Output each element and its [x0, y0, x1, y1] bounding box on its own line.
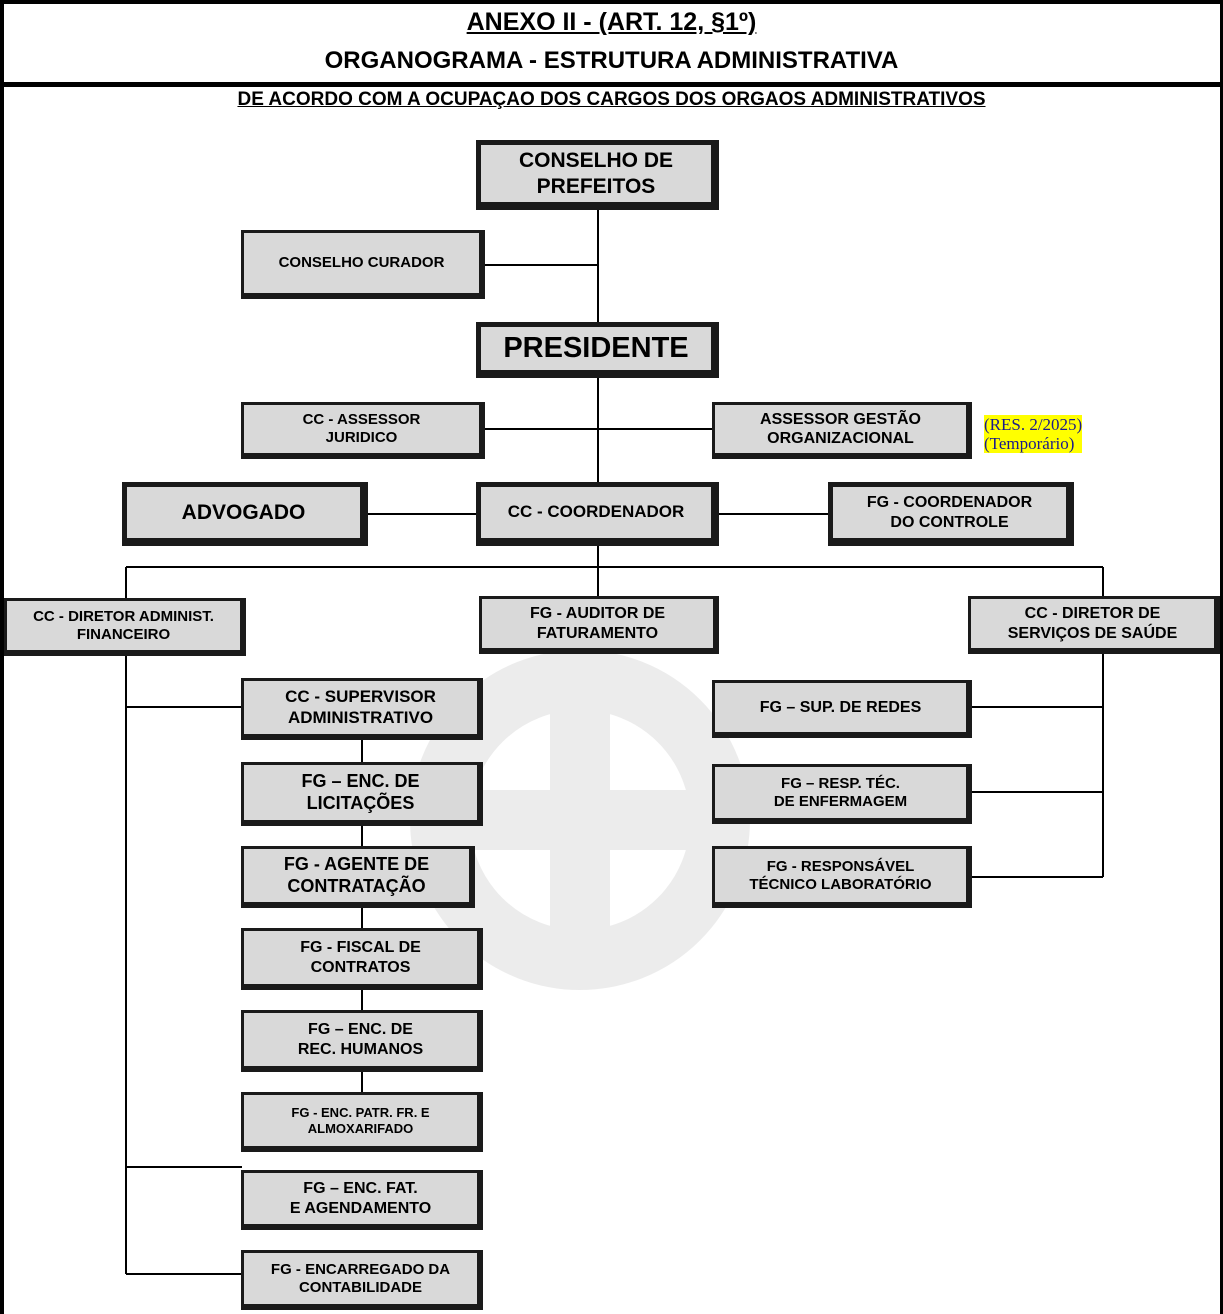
node-line: FG – ENC. DE	[308, 1021, 413, 1039]
node-line: FG – ENC. FAT.	[303, 1180, 418, 1198]
resolution-label: (RES. 2/2025)	[984, 415, 1083, 434]
chart-caption: DE ACORDO COM A OCUPAÇAO DOS CARGOS DOS …	[237, 89, 986, 110]
node-line: ADMINISTRATIVO	[287, 707, 434, 727]
node-advogado: ADVOGADO	[122, 482, 368, 546]
node-line: FG - AUDITOR DE	[529, 605, 666, 623]
node-line: CONSELHO DE	[518, 149, 673, 173]
node-enfermagem: FG – RESP. TÉC. DE ENFERMAGEM	[712, 764, 972, 824]
node-patrimonio-almoxarifado: FG - ENC. PATR. FR. E ALMOXARIFADO	[241, 1092, 483, 1152]
node-line: CONTRATOS	[310, 958, 411, 976]
node-supervisor-administrativo: CC - SUPERVISOR ADMINISTRATIVO	[241, 678, 483, 740]
node-conselho-prefeitos: CONSELHO DE PREFEITOS	[476, 140, 719, 210]
node-diretor-saude: CC - DIRETOR DE SERVIÇOS DE SAÚDE	[968, 596, 1220, 654]
node-line: CC - ASSESSOR	[302, 411, 421, 428]
node-laboratorio: FG - RESPONSÁVEL TÉCNICO LABORATÓRIO	[712, 846, 972, 908]
node-line: JURIDICO	[325, 429, 398, 446]
node-auditor-faturamento: FG - AUDITOR DE FATURAMENTO	[479, 596, 719, 654]
node-line: CONTRATAÇÃO	[287, 875, 426, 896]
node-line: CC - DIRETOR ADMINIST.	[33, 607, 214, 625]
header-divider	[0, 82, 1223, 87]
node-line: ASSESSOR GESTÃO	[760, 410, 921, 428]
temporary-label: (Temporário)	[984, 434, 1083, 453]
node-coordenador-controle: FG - COORDENADOR DO CONTROLE	[828, 482, 1074, 546]
node-supervisor-redes: FG – SUP. DE REDES	[712, 680, 972, 738]
node-line: FINANCEIRO	[76, 625, 171, 643]
node-line: FG - FISCAL DE	[300, 939, 421, 957]
node-contabilidade: FG - ENCARREGADO DA CONTABILIDADE	[241, 1250, 483, 1310]
node-line: FG – ENC. DE	[301, 770, 420, 791]
node-line: SERVIÇOS DE SAÚDE	[1007, 624, 1178, 642]
node-line: FG - ENC. PATR. FR. E	[291, 1104, 430, 1120]
node-line: REC. HUMANOS	[297, 1040, 424, 1058]
node-line: ADVOGADO	[181, 500, 306, 524]
node-assessor-gestao: ASSESSOR GESTÃO ORGANIZACIONAL	[712, 402, 972, 459]
chart-title: ORGANOGRAMA - ESTRUTURA ADMINISTRATIVA	[324, 47, 899, 74]
node-line: FATURAMENTO	[536, 624, 659, 642]
resolution-note: (RES. 2/2025) (Temporário)	[984, 415, 1083, 453]
node-coordenador: CC - COORDENADOR	[476, 482, 719, 546]
node-line: FG - RESPONSÁVEL	[766, 857, 915, 875]
node-conselho-curador: CONSELHO CURADOR	[241, 230, 485, 299]
node-diretor-administrativo: CC - DIRETOR ADMINIST. FINANCEIRO	[4, 598, 246, 656]
node-recursos-humanos: FG – ENC. DE REC. HUMANOS	[241, 1010, 483, 1072]
node-presidente: PRESIDENTE	[476, 322, 719, 378]
node-line: LICITAÇÕES	[306, 792, 415, 813]
node-line: CONTABILIDADE	[298, 1278, 423, 1296]
node-line: ORGANIZACIONAL	[767, 430, 914, 447]
node-line: PREFEITOS	[536, 174, 656, 198]
node-assessor-juridico: CC - ASSESSOR JURIDICO	[241, 402, 485, 459]
node-line: CC - DIRETOR DE	[1024, 605, 1161, 623]
node-line: FG – RESP. TÉC.	[781, 774, 900, 792]
node-licitacoes: FG – ENC. DE LICITAÇÕES	[241, 762, 483, 826]
node-line: ALMOXARIFADO	[307, 1120, 414, 1136]
node-line: FG - ENCARREGADO DA	[270, 1260, 451, 1278]
node-line: CC - SUPERVISOR	[285, 687, 436, 707]
node-contratacao: FG - AGENTE DE CONTRATAÇÃO	[241, 846, 475, 908]
node-line: TÉCNICO LABORATÓRIO	[749, 875, 932, 893]
node-faturamento-agendamento: FG – ENC. FAT. E AGENDAMENTO	[241, 1170, 483, 1230]
node-line: FG - AGENTE DE	[283, 853, 430, 874]
node-fiscal-contratos: FG - FISCAL DE CONTRATOS	[241, 928, 483, 990]
node-line: FG - COORDENADOR	[866, 494, 1033, 512]
node-line: DO CONTROLE	[890, 513, 1009, 531]
node-line: PRESIDENTE	[503, 332, 689, 365]
node-line: E AGENDAMENTO	[289, 1199, 432, 1217]
node-line: CC - COORDENADOR	[507, 502, 685, 522]
node-line: FG – SUP. DE REDES	[759, 698, 922, 716]
annex-title: ANEXO II - (ART. 12, §1º)	[466, 8, 757, 36]
node-line: CONSELHO CURADOR	[278, 254, 445, 271]
node-line: DE ENFERMAGEM	[773, 792, 908, 810]
